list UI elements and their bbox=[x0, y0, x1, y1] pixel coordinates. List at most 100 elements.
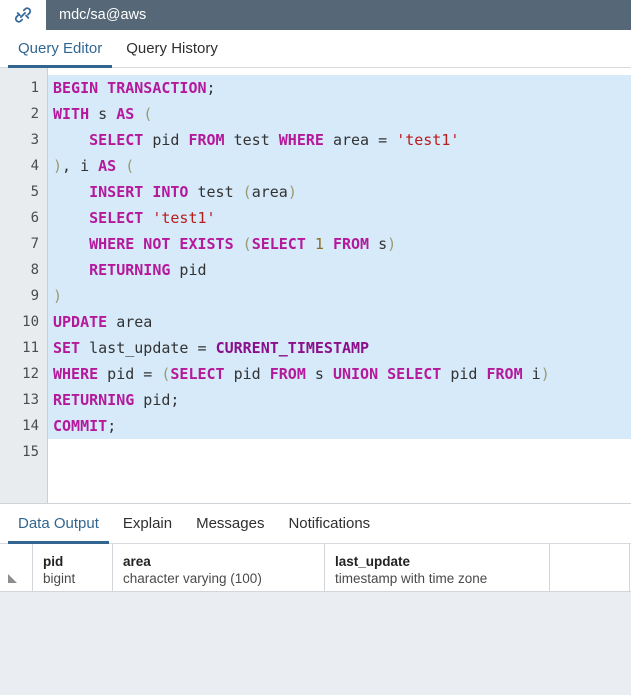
code-token bbox=[116, 157, 125, 175]
line-number: 9 bbox=[30, 288, 39, 304]
code-line[interactable]: RETURNING pid bbox=[48, 257, 631, 283]
code-token: pid; bbox=[134, 391, 180, 409]
line-number: 8 bbox=[30, 262, 39, 278]
code-token: ( bbox=[143, 105, 153, 123]
code-token: last_update = bbox=[80, 339, 216, 357]
tab-messages[interactable]: Messages bbox=[196, 515, 265, 532]
code-token: WHERE NOT EXISTS bbox=[89, 235, 234, 253]
code-token: 'test1' bbox=[396, 131, 460, 149]
code-token: INSERT INTO bbox=[89, 183, 189, 201]
broken-link-icon bbox=[0, 0, 46, 30]
line-number: 2 bbox=[30, 106, 39, 122]
code-token: ( bbox=[125, 157, 135, 175]
code-token bbox=[53, 209, 89, 227]
code-line[interactable]: WHERE NOT EXISTS (SELECT 1 FROM s) bbox=[48, 231, 631, 257]
connection-title: mdc/sa@aws bbox=[59, 7, 147, 23]
code-token bbox=[143, 209, 152, 227]
code-token: WITH bbox=[53, 105, 90, 123]
code-line[interactable]: INSERT INTO test (area) bbox=[48, 179, 631, 205]
code-token: FROM bbox=[188, 131, 225, 149]
code-token: ) bbox=[53, 287, 63, 305]
sql-code-area[interactable]: BEGIN TRANSACTION;WITH s AS ( SELECT pid… bbox=[48, 68, 631, 503]
code-line[interactable]: SELECT 'test1' bbox=[48, 205, 631, 231]
code-token: SELECT bbox=[89, 131, 144, 149]
code-token: area bbox=[251, 183, 288, 201]
code-line[interactable]: WHERE pid = (SELECT pid FROM s UNION SEL… bbox=[48, 361, 631, 387]
code-token: ( bbox=[242, 235, 252, 253]
code-token: ( bbox=[161, 365, 171, 383]
line-number: 1 bbox=[30, 80, 39, 96]
code-token: BEGIN TRANSACTION bbox=[53, 79, 207, 97]
tab-explain[interactable]: Explain bbox=[122, 515, 173, 532]
code-token: area bbox=[107, 313, 153, 331]
line-number: 7 bbox=[30, 236, 39, 252]
code-line[interactable]: SELECT pid FROM test WHERE area = 'test1… bbox=[48, 127, 631, 153]
code-token: 'test1' bbox=[152, 209, 216, 227]
tab-notifications[interactable]: Notifications bbox=[288, 515, 371, 532]
tab-query-history[interactable]: Query History bbox=[126, 40, 218, 57]
column-name: area bbox=[123, 553, 151, 569]
code-token: ) bbox=[540, 365, 550, 383]
code-token: FROM bbox=[269, 365, 306, 383]
code-line[interactable]: WITH s AS ( bbox=[48, 101, 631, 127]
code-token: pid bbox=[170, 261, 207, 279]
code-token: s bbox=[89, 105, 117, 123]
tab-data-output[interactable]: Data Output bbox=[6, 504, 111, 544]
window-title-bar: mdc/sa@aws bbox=[0, 0, 631, 30]
code-token: FROM bbox=[486, 365, 523, 383]
line-number: 3 bbox=[30, 132, 39, 148]
line-number: 15 bbox=[22, 444, 39, 460]
code-line[interactable] bbox=[48, 439, 631, 465]
code-token bbox=[234, 235, 243, 253]
code-token bbox=[53, 235, 89, 253]
code-token: pid bbox=[224, 365, 270, 383]
code-token: AS bbox=[116, 105, 135, 123]
column-header[interactable] bbox=[550, 544, 630, 591]
code-token bbox=[53, 261, 89, 279]
code-token bbox=[324, 235, 333, 253]
code-line[interactable]: SET last_update = CURRENT_TIMESTAMP bbox=[48, 335, 631, 361]
code-line[interactable]: ), i AS ( bbox=[48, 153, 631, 179]
code-line[interactable]: BEGIN TRANSACTION; bbox=[48, 75, 631, 101]
code-token: test bbox=[188, 183, 243, 201]
line-number: 11 bbox=[22, 340, 39, 356]
code-line[interactable]: UPDATE area bbox=[48, 309, 631, 335]
code-token: ) bbox=[387, 235, 397, 253]
code-token: UNION SELECT bbox=[332, 365, 442, 383]
code-token: ) bbox=[53, 157, 63, 175]
result-grid-body bbox=[0, 592, 631, 695]
code-token: FROM bbox=[332, 235, 370, 253]
line-number: 5 bbox=[30, 184, 39, 200]
code-token: SELECT bbox=[89, 209, 144, 227]
line-number: 13 bbox=[22, 392, 39, 408]
column-type: timestamp with time zone bbox=[335, 570, 488, 586]
tab-query-editor[interactable]: Query Editor bbox=[6, 30, 114, 68]
code-token: s bbox=[369, 235, 388, 253]
code-token: CURRENT_TIMESTAMP bbox=[215, 339, 370, 357]
code-token: WHERE bbox=[278, 131, 324, 149]
code-token: pid bbox=[441, 365, 487, 383]
line-number: 10 bbox=[22, 314, 39, 330]
code-line[interactable]: RETURNING pid; bbox=[48, 387, 631, 413]
code-token: , i bbox=[62, 157, 99, 175]
code-line[interactable]: COMMIT; bbox=[48, 413, 631, 439]
select-all-corner[interactable] bbox=[0, 544, 33, 591]
code-token bbox=[134, 105, 143, 123]
code-token: area = bbox=[323, 131, 397, 149]
column-type: bigint bbox=[43, 570, 76, 586]
code-line[interactable]: ) bbox=[48, 283, 631, 309]
code-token: i bbox=[522, 365, 541, 383]
code-token: WHERE bbox=[53, 365, 99, 383]
code-token: 1 bbox=[314, 235, 324, 253]
code-token: s bbox=[305, 365, 333, 383]
output-panel: Data Output Explain Messages Notificatio… bbox=[0, 504, 631, 695]
line-number: 12 bbox=[22, 366, 39, 382]
code-token bbox=[53, 183, 89, 201]
code-token: SET bbox=[53, 339, 81, 357]
select-all-triangle-icon bbox=[8, 574, 17, 583]
